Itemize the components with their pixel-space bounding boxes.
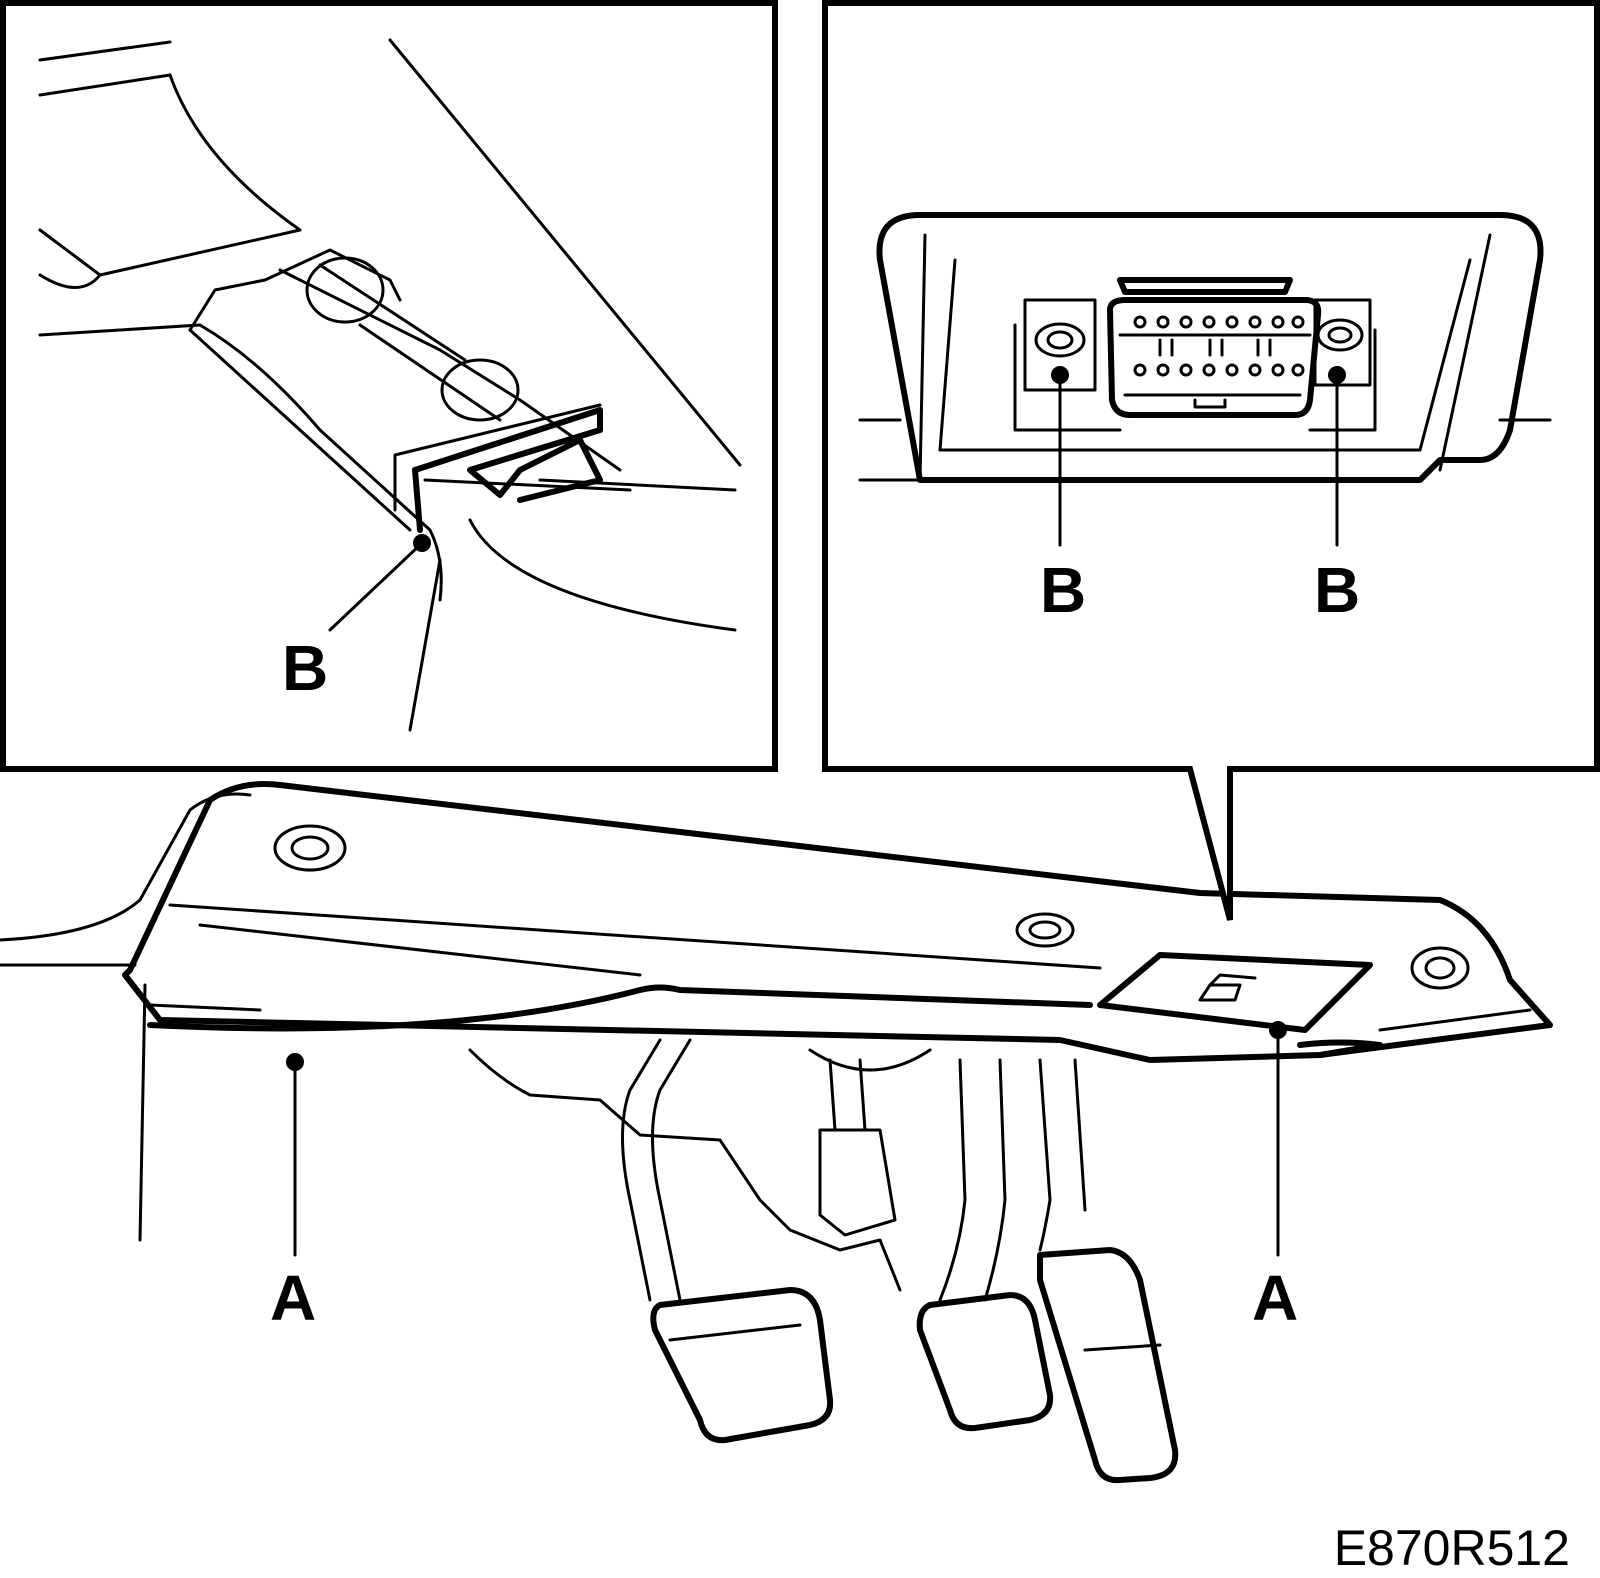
leader-dot-a-left [286, 1053, 304, 1071]
connector-pins [1133, 315, 1305, 409]
right-inset-frame [822, 0, 1600, 921]
callout-label-b: B [282, 632, 328, 704]
leader-line-b-left [328, 541, 424, 632]
brake-pedal-pad [916, 1292, 1054, 1432]
left-inset-clip-detail: B [38, 38, 742, 732]
callout-label-b: B [1314, 554, 1360, 626]
pedal-assembly [468, 1038, 1179, 1484]
mounting-ear-left [1013, 298, 1122, 432]
figure-reference-code: E870R512 [1334, 1520, 1570, 1576]
leader-dot-b-center [1051, 366, 1069, 384]
obd-connector-plug [1107, 297, 1322, 418]
leader-dot-b-left [413, 534, 431, 552]
leader-dot-a-right [1269, 1021, 1287, 1039]
main-callouts: A A [270, 1021, 1298, 1334]
main-dash-panel [0, 781, 1553, 1242]
leader-dot-b-right [1328, 366, 1346, 384]
accelerator-pedal-pad [1037, 1247, 1179, 1484]
connector-opening [1097, 952, 1373, 1033]
bolt-hole-2 [1015, 912, 1075, 948]
left-inset-frame [0, 0, 778, 772]
bolt-hole-1 [273, 824, 347, 872]
callout-label-b: B [1040, 554, 1086, 626]
callout-label-a: A [270, 1262, 316, 1334]
clutch-pedal-pad [650, 1287, 834, 1444]
callout-label-a: A [1252, 1262, 1298, 1334]
bolt-hole-3 [1410, 946, 1470, 990]
mounting-ear-right [1308, 298, 1377, 432]
right-inset-diagnostic-connector: B B [858, 212, 1552, 626]
